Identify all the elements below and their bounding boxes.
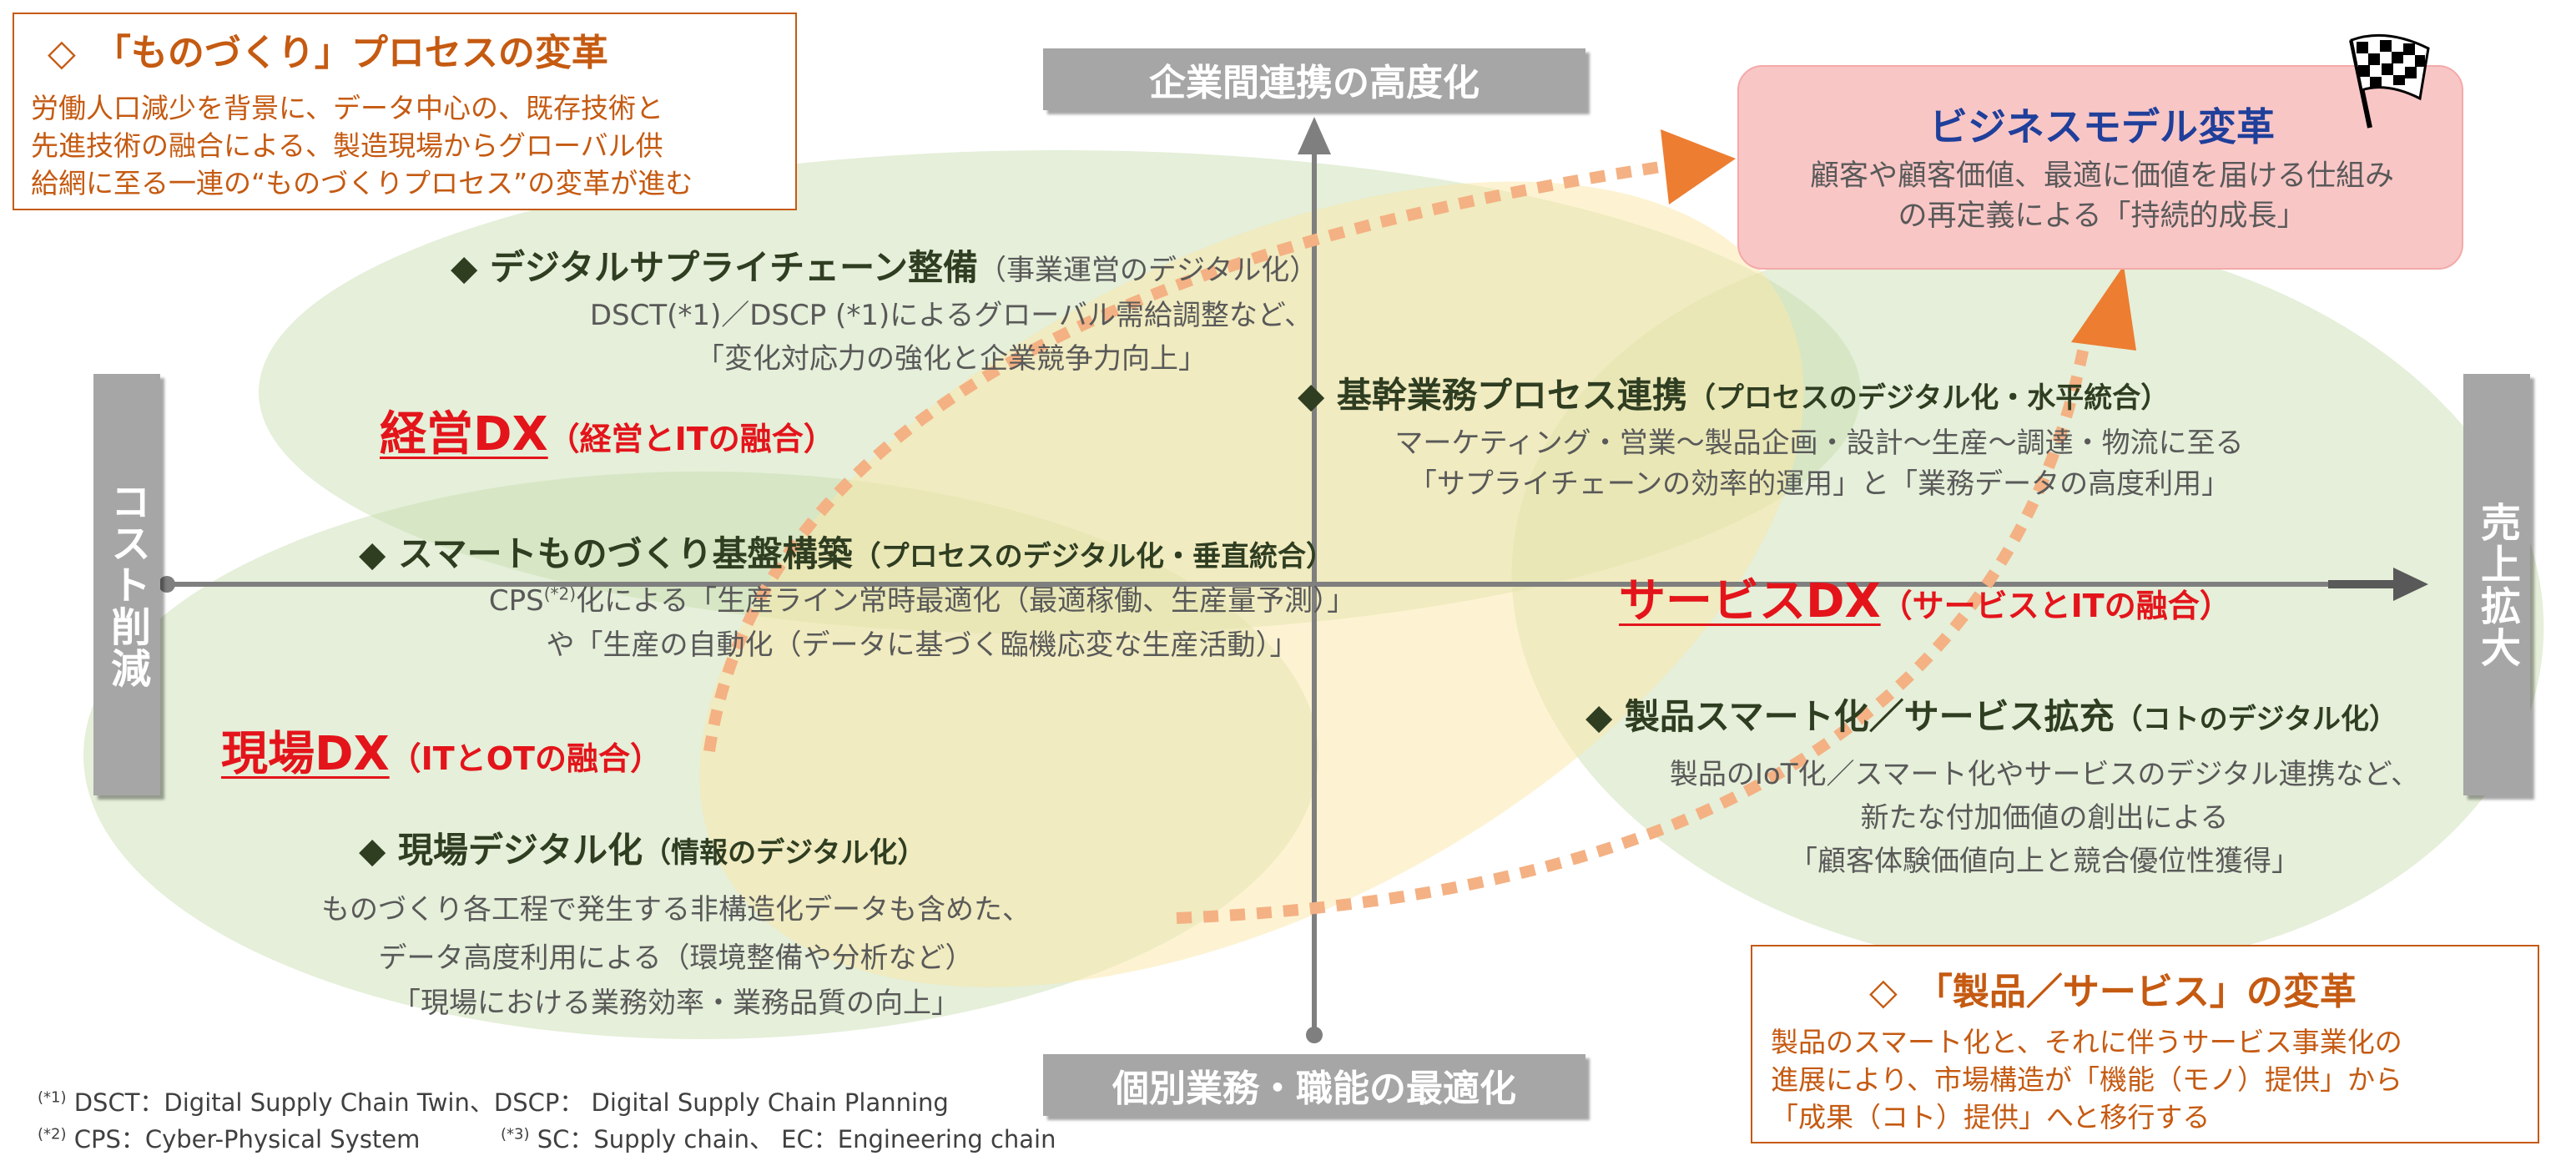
footnote-2: (*2) CPS：Cyber-Physical System — [38, 1125, 421, 1153]
arrowhead-left — [1661, 129, 1736, 204]
axis-top-arrowhead — [1298, 117, 1331, 154]
business-model-line-2: の再定義による「持続的成長」 — [1898, 199, 2306, 233]
axis-right-arrowhead — [2393, 568, 2428, 601]
dotted-arrow-left — [703, 161, 1662, 753]
smart-factory-line-1: CPS(*2)化による「生産ライン常時最適化（最適稼働、生産量予測）」 — [488, 583, 1356, 618]
product-service-title: ◇ 「製品／サービス」の変革 — [1869, 971, 2357, 1013]
product-service-change-box: ◇ 「製品／サービス」の変革 製品のスマート化と、それに伴うサービス事業化の 進… — [1751, 945, 2539, 1143]
genba-digital-title: ◆ 現場デジタル化（情報のデジタル化） — [359, 830, 926, 871]
product-smart-line-2: 新たな付加価値の創出による — [1860, 801, 2229, 835]
dotted-arrow-right — [1176, 332, 2092, 924]
smart-factory-line-2: や「生産の自動化（データに基づく臨機応変な生産活動）」 — [546, 628, 1298, 662]
core-process-line-2: 「サプライチェーンの効率的運用」と「業務データの高度利用」 — [1408, 467, 2231, 501]
genba-digital-line-2: データ高度利用による（環境整備や分析など） — [378, 941, 974, 975]
monozukuri-line-2: 先進技術の融合による、製造現場からグローバル供 — [31, 129, 663, 162]
axis-top-label: 企業間連携の高度化 — [1043, 48, 1585, 110]
keiei-dx-label: 経営DX（経営とITの融合） — [380, 407, 835, 462]
supply-chain-line-2: 「変化対応力の強化と企業競争力向上」 — [696, 342, 1207, 376]
product-service-line-3: 「成果（コト）提供」へと移行する — [1771, 1101, 2211, 1133]
smart-factory-title: ◆ スマートものづくり基盤構築（プロセスのデジタル化・垂直統合） — [359, 533, 1334, 574]
genba-dx-label: 現場DX（ITとOTの融合） — [221, 727, 662, 781]
core-process-title: ◆ 基幹業務プロセス連携（プロセスのデジタル化・水平統合） — [1298, 375, 2170, 416]
axis-bottom-dot — [1306, 1027, 1323, 1043]
genba-digital-line-3: 「現場における業務効率・業務品質の向上」 — [392, 987, 960, 1020]
business-model-box: ビジネスモデル変革 顧客や顧客価値、最適に価値を届ける仕組み の再定義による「持… — [1737, 65, 2463, 270]
monozukuri-change-box: ◇ 「ものづくり」プロセスの変革 労働人口減少を背景に、データ中心の、既存技術と… — [13, 13, 797, 210]
monozukuri-title: ◇ 「ものづくり」プロセスの変革 — [48, 32, 608, 74]
checkered-flag-icon — [2349, 33, 2430, 129]
product-service-line-2: 進展により、市場構造が「機能（モノ）提供」から — [1771, 1063, 2403, 1096]
genba-digital-line-1: ものづくり各工程で発生する非構造化データも含めた、 — [321, 893, 1031, 926]
supply-chain-line-1: DSCT(*1)／DSCP (*1)によるグローバル需給調整など、 — [589, 299, 1313, 332]
monozukuri-line-3: 給網に至る一連の“ものづくりプロセス”の変革が進む — [31, 167, 693, 199]
product-service-line-1: 製品のスマート化と、それに伴うサービス事業化の — [1771, 1026, 2402, 1058]
axis-left-dot — [159, 576, 175, 593]
footnote-3: (*3) SC：Supply chain、 EC：Engineering cha… — [501, 1125, 1056, 1153]
service-dx-label: サービスDX（サービスとITの融合） — [1619, 574, 2231, 628]
axis-left-label: コスト削減 — [93, 374, 160, 795]
business-model-title: ビジネスモデル変革 — [1929, 104, 2275, 149]
axis-bottom-label: 個別業務・職能の最適化 — [1043, 1054, 1585, 1116]
core-process-line-1: マーケティング・営業～製品企画・設計～生産～調達・物流に至る — [1394, 427, 2244, 460]
axis-right-label: 売上拡大 — [2463, 374, 2530, 795]
arrowhead-right — [2071, 265, 2136, 351]
product-smart-line-1: 製品のIoT化／スマート化やサービスのデジタル連携など、 — [1669, 758, 2420, 791]
product-smart-title: ◆ 製品スマート化／サービス拡充（コトのデジタル化） — [1585, 696, 2397, 737]
footnote-1: (*1) DSCT：Digital Supply Chain Twin、DSCP… — [38, 1088, 949, 1117]
product-smart-line-3: 「顧客体験価値向上と競合優位性獲得」 — [1789, 845, 2300, 878]
supply-chain-title: ◆ デジタルサプライチェーン整備（事業運営のデジタル化） — [451, 247, 1318, 288]
monozukuri-line-1: 労働人口減少を背景に、データ中心の、既存技術と — [31, 92, 664, 124]
business-model-line-1: 顧客や顧客価値、最適に価値を届ける仕組み — [1809, 159, 2394, 193]
